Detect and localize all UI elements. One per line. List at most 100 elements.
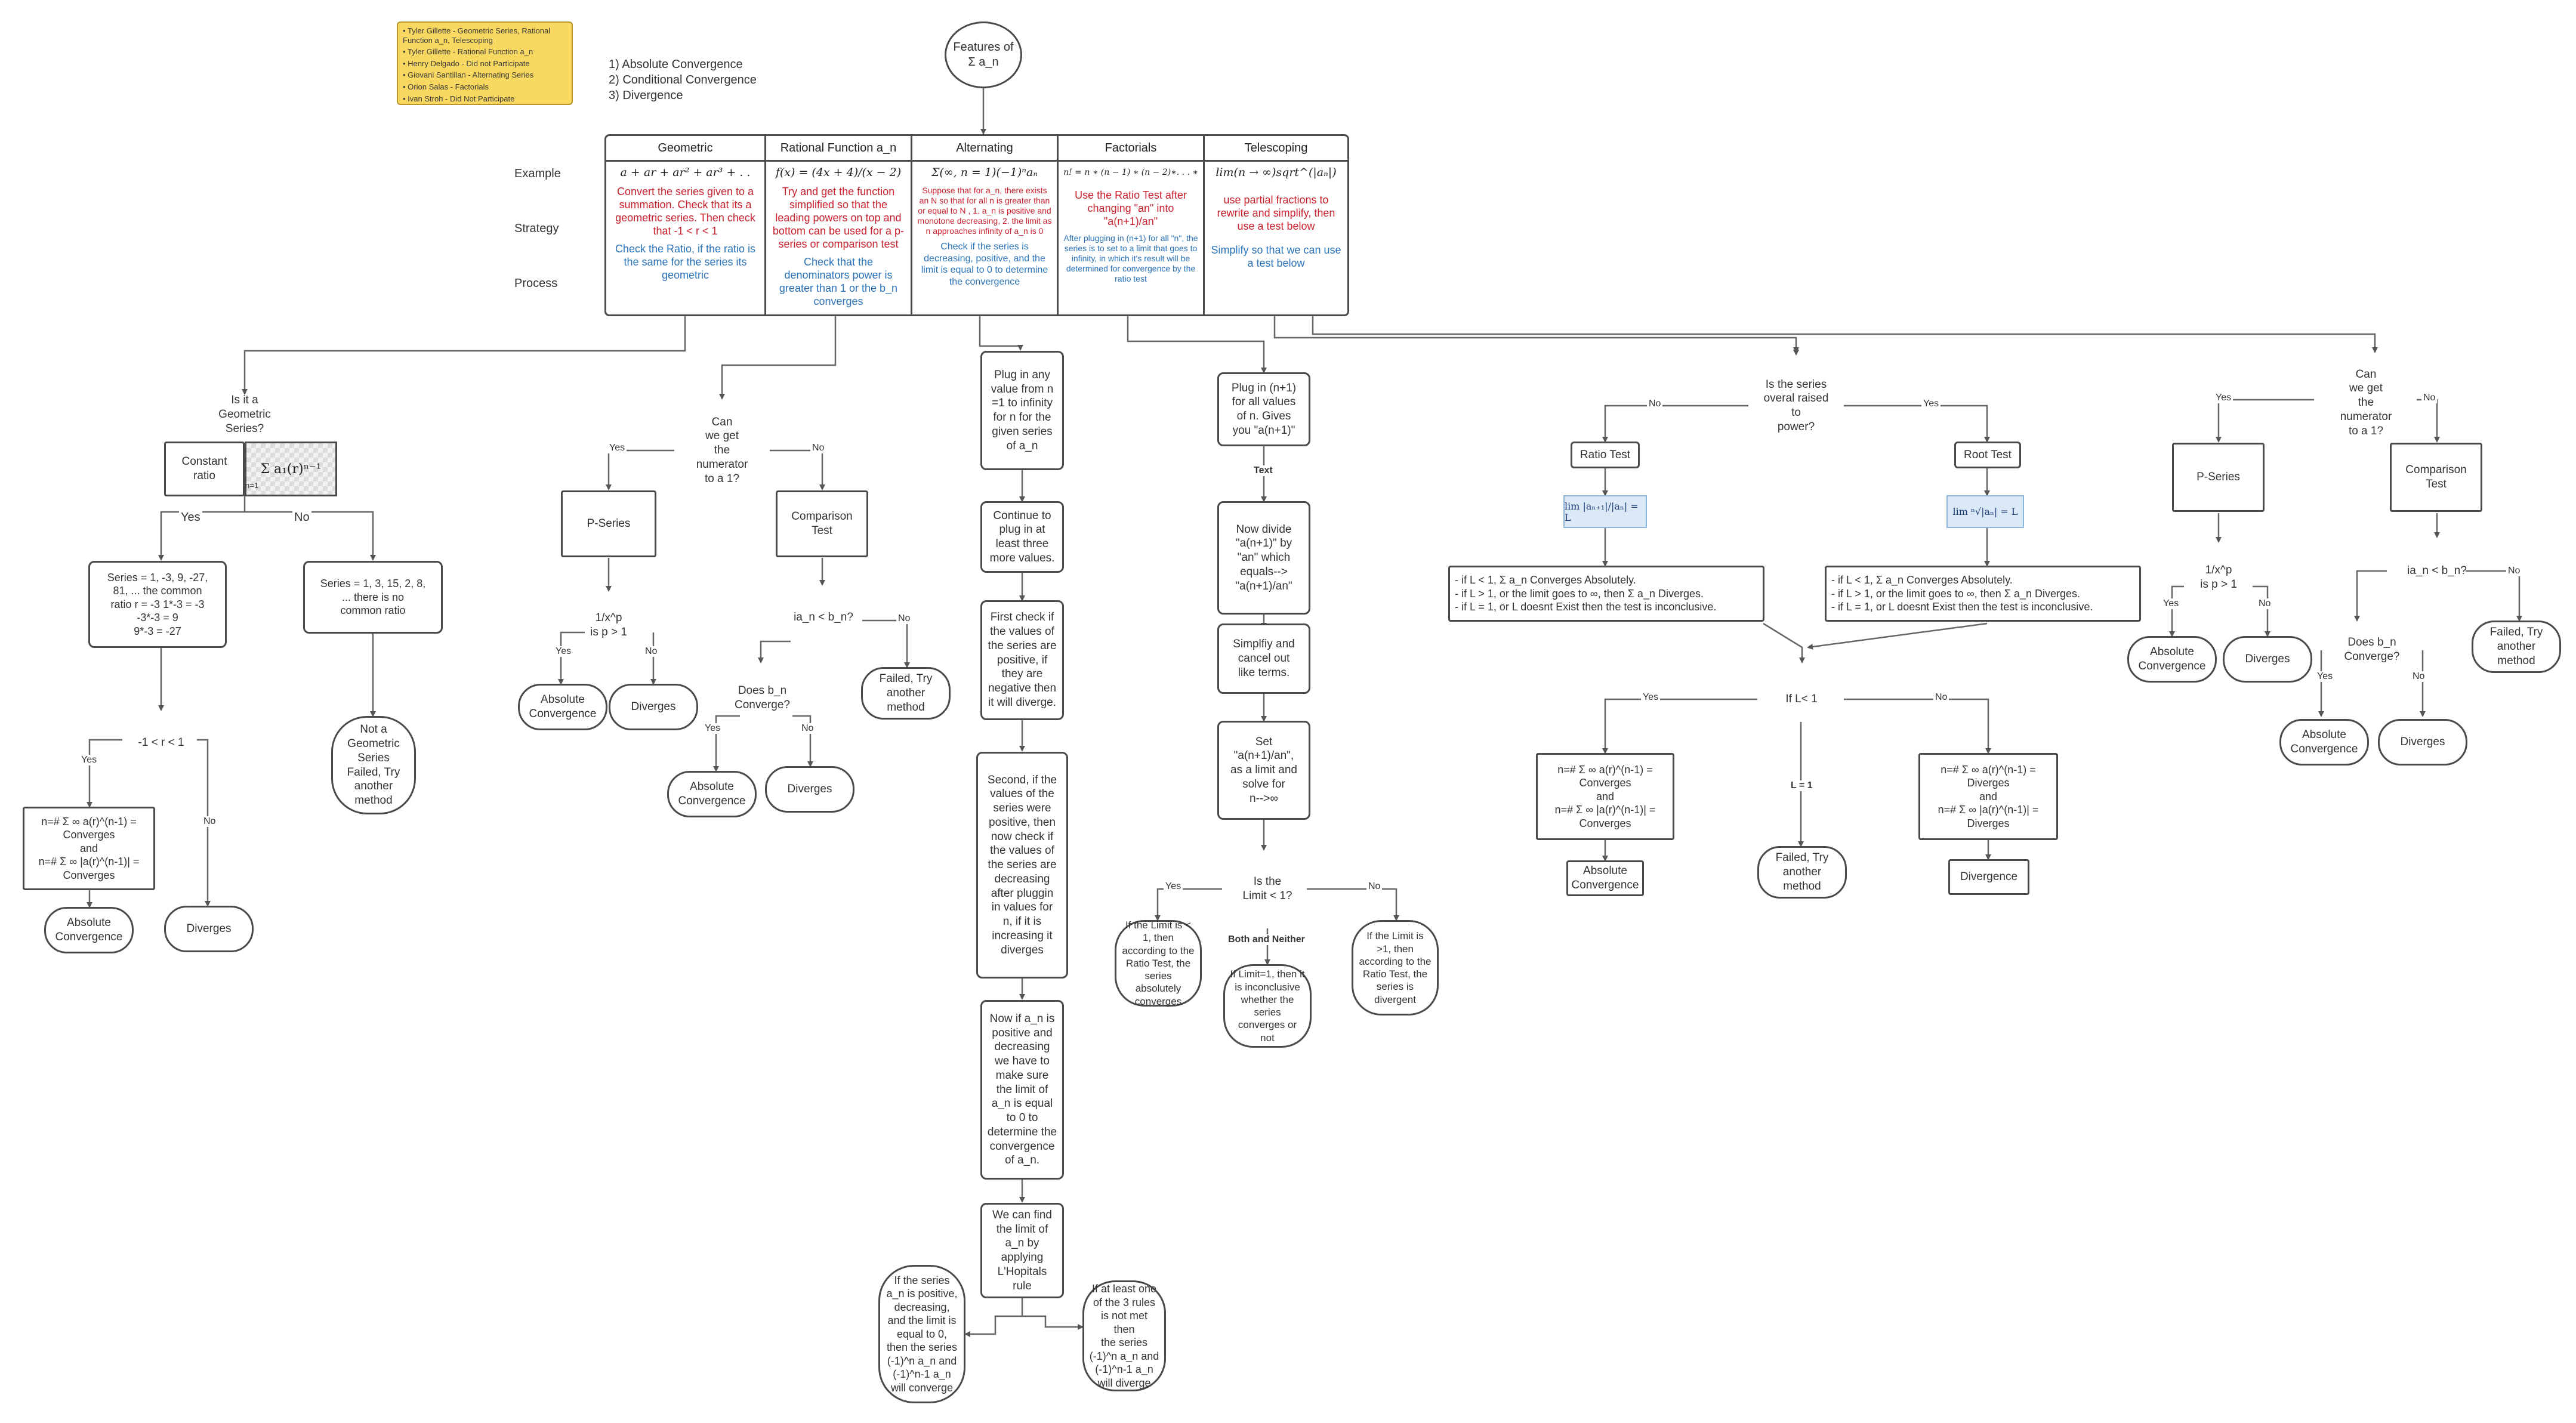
l-no-label: No [1933,692,1949,703]
column-factorials: Factorials n! = n ∗ (n − 1) ∗ (n − 2)∗. … [1057,136,1203,314]
example-cell: Σ(∞, n = 1)(−1)ⁿaₙ [931,166,1038,179]
p2-no-label: No [2257,598,2273,609]
comparison-test-box: Comparison Test [776,490,868,557]
limit-yes-label: Yes [1164,881,1183,892]
strategy-cell: Try and get the function simplified so t… [772,186,905,250]
legend-item: • Tyler Gillette - Rational Function a_n [403,47,533,57]
decision-text: 1/x^p is p > 1 [590,611,627,638]
non-geometric-example-box: Series = 1, 3, 15, 2, 8, ... there is no… [303,561,443,634]
geo-diverges-terminal: Diverges [164,906,254,952]
rat2-diverges-2-terminal: Diverges [2378,719,2467,765]
decision-text: Is the Limit < 1? [1242,875,1292,902]
p-value-decision-2: 1/x^p is p > 1 [2171,543,2266,612]
numerator-decision: Can we get the numerator to a 1? [668,400,776,501]
power-no-label: No [1647,399,1663,409]
process-cell: Check the Ratio, if the ratio is the sam… [615,242,756,281]
l-decision: If L< 1 [1753,662,1850,736]
not-geometric-terminal: Not a Geometric Series Failed, Try anoth… [331,716,416,814]
bn-converge-decision: Does b_n Converge? [713,662,812,734]
strategy-cell: Suppose that for a_n, there exists an N … [917,186,1052,236]
fac-step-plug-in: Plug in (n+1) for all values of n. Gives… [1217,372,1310,446]
constant-ratio-box: Constant ratio [164,442,245,496]
decision-text: -1 < r < 1 [138,736,184,749]
criteria-item: 3) Divergence [609,89,683,102]
power-yes-label: Yes [1921,399,1941,409]
bn-converge-decision-2: Does b_n Converge? [2321,615,2423,685]
ratio-rules-box: - if L < 1, Σ a_n Converges Absolutely. … [1448,566,1764,622]
decision-text: Can we get the numerator to a 1? [2340,368,2392,437]
l-equal-label: L = 1 [1789,780,1815,791]
fac-inconclusive-terminal: If Limit=1, then it is inconclusive whet… [1223,964,1312,1048]
rat-diverges-2-terminal: Diverges [765,766,854,813]
power-decision: Is the series overal raised to power? [1742,352,1850,459]
process-cell: After plugging in (n+1) for all "n", the… [1063,233,1198,284]
decision-text: Can we get the numerator to a 1? [696,415,748,485]
decision-text: Does b_n Converge? [2344,636,2400,663]
fac-absolute-terminal: If the Limit is < 1, then according to t… [1115,919,1202,1007]
column-header: Alternating [912,136,1057,162]
tel-absolute-convergence-box: Absolute Convergence [1566,860,1644,896]
fac-divergent-terminal: If the Limit is >1, then according to th… [1352,920,1439,1015]
process-cell: Simplify so that we can use a test below [1211,243,1341,269]
column-header: Geometric [606,136,764,162]
process-cell: Check that the denominators power is gre… [779,255,898,307]
sum-lower-limit: n=1 [245,481,259,490]
alt-step-limit-zero: Now if a_n is positive and decreasing we… [980,1000,1064,1180]
example-cell: f(x) = (4x + 4)/(x − 2) [775,166,902,179]
tel-failed-terminal: Failed, Try another method [1757,846,1847,899]
geometric-convergence-box: n=# Σ ∞ a(r)^(n-1) = Converges and n=# Σ… [23,807,155,890]
example-cell: a + ar + ar² + ar³ + . . [620,166,751,179]
series-type-table: Geometric a + ar + ar² + ar³ + . . Conve… [604,134,1349,316]
column-telescoping: Telescoping lim(n → ∞)sqrt^(|aₙ|) use pa… [1203,136,1347,314]
root-test-box: Root Test [1954,442,2021,468]
column-geometric: Geometric a + ar + ar² + ar³ + . . Conve… [606,136,764,314]
strategy-cell: Convert the series given to a summation.… [615,186,755,237]
example-cell: n! = n ∗ (n − 1) ∗ (n − 2)∗. . . ∗ [1063,168,1198,177]
legend-item: • Ivan Stroh - Did Not Participate [403,94,515,103]
column-rational: Rational Function a_n f(x) = (4x + 4)/(x… [764,136,911,314]
process-cell: Check if the series is decreasing, posit… [921,242,1048,287]
ratio-test-formula: lim |aₙ₊₁|/|aₙ| = L [1563,495,1647,528]
decision-text: ia_n < b_n? [794,611,853,624]
convergence-criteria: 1) Absolute Convergence 2) Conditional C… [609,57,757,103]
comparison-no-label: No [896,613,912,624]
rat2-absolute-convergence-terminal: Absolute Convergence [2127,636,2217,683]
limit-decision: Is the Limit < 1? [1217,847,1318,931]
rat2-yes-label: Yes [2214,393,2233,403]
bn2-yes-label: Yes [2315,671,2335,682]
p-yes-label: Yes [554,646,573,657]
legend-item: • Tyler Gillette - Geometric Series, Rat… [403,26,551,45]
rat2-no-label: No [2421,393,2438,403]
root-node: Features of Σ a_n [945,21,1022,88]
legend-item: • Orion Salas - Factorials [403,82,489,91]
alt-step-continue: Continue to plug in at least three more … [980,501,1064,573]
bn2-no-label: No [2411,671,2427,682]
rat-absolute-convergence-2-terminal: Absolute Convergence [667,771,757,817]
alt-diverge-terminal: If at least one of the 3 rules is not me… [1082,1280,1166,1391]
rat2-diverges-terminal: Diverges [2223,636,2312,683]
fac-text-label: Text [1252,465,1275,476]
rat-absolute-convergence-terminal: Absolute Convergence [518,684,607,730]
alt-step-check-positive: First check if the values of the series … [980,600,1064,720]
fac-step-set-limit: Set "a(n+1)/an", as a limit and solve fo… [1217,721,1310,820]
rat-yes-label: Yes [607,443,627,453]
comparison-decision: ia_n < b_n? [773,585,874,650]
tel-divergence-box: n=# Σ ∞ a(r)^(n-1) = Diverges and n=# Σ … [1918,753,2058,840]
row-label-strategy: Strategy [514,222,559,235]
criteria-item: 2) Conditional Convergence [609,73,757,87]
geo-no-label: No [292,511,311,524]
sum-expression: Σ a₁(r)ⁿ⁻¹ [260,461,322,477]
comparison-decision-2: ia_n < b_n? [2386,537,2488,605]
strategy-cell: Use the Ratio Test after changing "an" i… [1075,189,1187,227]
root-test-formula: lim ⁿ√|aₙ| = L [1946,495,2024,528]
p2-yes-label: Yes [2161,598,2181,609]
row-label-process: Process [514,277,558,290]
decision-text: 1/x^p is p > 1 [2200,563,2237,591]
rat2-failed-terminal: Failed, Try another method [2472,621,2561,673]
tel-divergence-result-box: Divergence [1948,859,2029,895]
alt-step-plug-in: Plug in any value from n =1 to infinity … [980,351,1064,470]
rat-diverges-terminal: Diverges [609,684,698,730]
geometric-sum-formula: Σ a₁(r)ⁿ⁻¹ [245,442,337,496]
column-alternating: Alternating Σ(∞, n = 1)(−1)ⁿaₙ Suppose t… [911,136,1057,314]
contributors-legend: • Tyler Gillette - Geometric Series, Rat… [397,21,573,105]
